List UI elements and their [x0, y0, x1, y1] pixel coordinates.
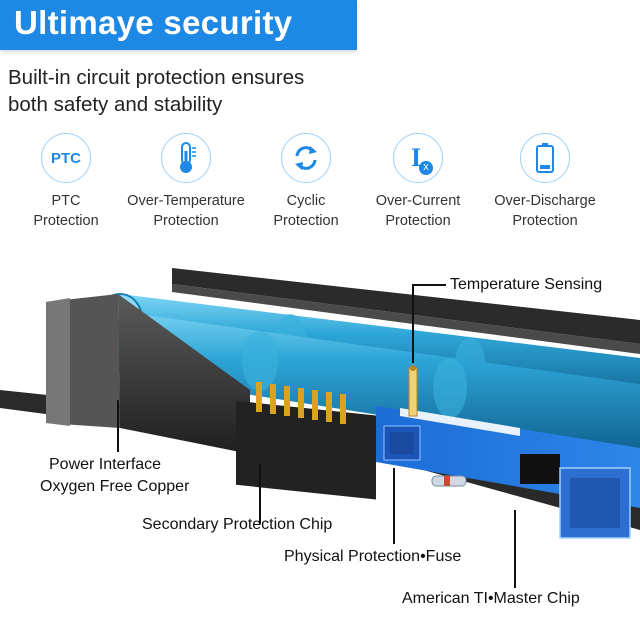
- battery-cutaway-illustration: [0, 268, 640, 640]
- feature-ptc: PTC PTC Protection: [0, 133, 141, 231]
- feature-label-line2: Protection: [385, 213, 451, 229]
- feature-cyclic: Cyclic Protection: [231, 133, 381, 231]
- callout-temperature-sensing: Temperature Sensing: [450, 276, 603, 293]
- feature-label-line1: Cyclic: [286, 193, 326, 209]
- subtitle-line-1: Built-in circuit protection ensures: [8, 66, 305, 89]
- feature-label-line1: Over-Temperature: [127, 193, 245, 209]
- rear-casing-rail: [172, 268, 640, 354]
- current-icon: I x: [393, 133, 443, 183]
- battery-icon: [520, 133, 570, 183]
- feature-label: PTC Protection: [0, 191, 141, 231]
- ptc-icon-text: PTC: [51, 149, 81, 167]
- feature-over-discharge: Over-Discharge Protection: [470, 133, 620, 231]
- master-chip: [520, 454, 631, 539]
- thermometer-icon: [161, 133, 211, 183]
- feature-over-current: I x Over-Current Protection: [343, 133, 493, 231]
- feature-label: Cyclic Protection: [231, 191, 381, 231]
- feature-label-line2: Protection: [512, 213, 578, 229]
- feature-over-temperature: Over-Temperature Protection: [111, 133, 261, 231]
- leader-temperature: [412, 284, 446, 363]
- leader-lines: [117, 284, 516, 588]
- feature-label-line1: PTC: [51, 193, 81, 209]
- feature-label-line2: Protection: [33, 213, 99, 229]
- callout-oxygen-free-copper: Oxygen Free Copper: [40, 478, 190, 495]
- subtitle: Built-in circuit protection ensures both…: [8, 64, 304, 118]
- feature-label-line2: Protection: [153, 213, 219, 229]
- callout-physical-protection-fuse: Physical Protection•Fuse: [284, 548, 462, 565]
- banner-title: Ultimaye security: [14, 4, 293, 41]
- feature-label: Over-Discharge Protection: [470, 191, 620, 231]
- current-icon-letter: I: [410, 143, 422, 172]
- feature-icons-row: PTC PTC Protection Over-Temperature Prot…: [0, 133, 640, 233]
- secondary-protection-chip: [383, 425, 421, 461]
- feature-label: Over-Temperature Protection: [111, 191, 261, 231]
- feature-label-line1: Over-Current: [375, 193, 461, 209]
- current-icon-badge: x: [419, 161, 433, 175]
- power-connector: [236, 382, 376, 500]
- ptc-icon: PTC: [41, 133, 91, 183]
- temperature-sensor: [408, 365, 418, 417]
- feature-label-line1: Over-Discharge: [494, 193, 596, 209]
- cycle-arrows-icon: [281, 133, 331, 183]
- feature-label-line2: Protection: [273, 213, 339, 229]
- fuse: [431, 475, 467, 487]
- end-cap: [46, 294, 250, 454]
- header-banner: Ultimaye security: [0, 0, 357, 50]
- feature-label: Over-Current Protection: [343, 191, 493, 231]
- subtitle-line-2: both safety and stability: [8, 93, 223, 116]
- callout-power-interface: Power Interface: [49, 456, 162, 473]
- callout-secondary-protection-chip: Secondary Protection Chip: [142, 516, 333, 533]
- callout-master-chip: American TI•Master Chip: [402, 590, 580, 607]
